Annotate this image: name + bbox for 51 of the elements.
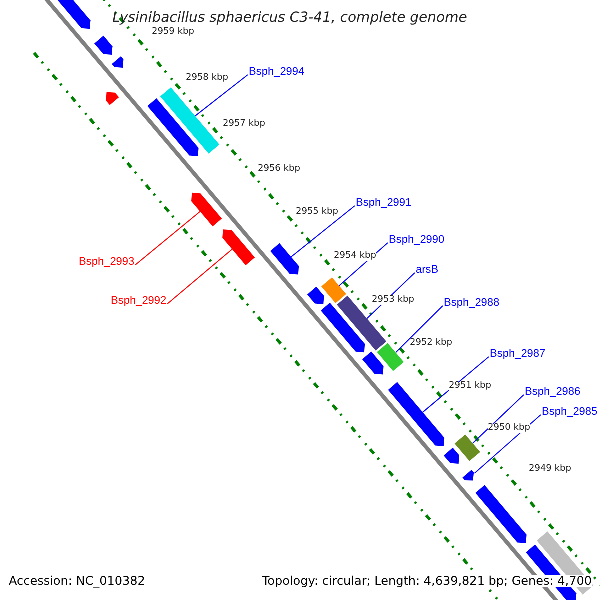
gene-feature (94, 36, 113, 55)
leader-line (290, 206, 356, 258)
gene-label: Bsph_2991 (356, 198, 412, 209)
gene-feature (222, 230, 256, 266)
title: Lysinibacillus sphaericus C3-41, complete genome (112, 11, 468, 25)
gene-feature (321, 302, 366, 353)
gene-feature (444, 448, 460, 464)
position-label: 2958 kbp (186, 74, 228, 83)
position-label: 2959 kbp (152, 28, 194, 37)
gene-feature (192, 192, 222, 227)
gene-bar (377, 343, 404, 372)
leader-line (395, 306, 444, 354)
gene-feature (270, 243, 300, 275)
gene-label: Bsph_2990 (389, 235, 445, 246)
gene-label: Bsph_2993 (79, 257, 135, 268)
gene-feature (112, 56, 124, 68)
gene-feature (462, 470, 474, 481)
gene-feature (388, 382, 445, 446)
leader-line (135, 211, 201, 266)
leader-line (167, 248, 233, 304)
position-label: 2952 kbp (410, 339, 452, 348)
gene-label: Bsph_2992 (111, 296, 167, 307)
leader-line (474, 414, 542, 474)
position-label: 2955 kbp (296, 208, 338, 217)
gene-label: Bsph_2994 (249, 67, 305, 78)
position-label: 2951 kbp (449, 382, 492, 391)
gene-feature (362, 352, 384, 375)
gene-label: Bsph_2987 (490, 349, 546, 360)
gene-bar (322, 278, 346, 304)
leader-line (338, 242, 388, 286)
gene-feature (476, 485, 527, 544)
position-label: 2954 kbp (334, 252, 376, 261)
accession-text: Accession: NC_010382 (9, 575, 146, 587)
position-label: 2953 kbp (372, 296, 414, 305)
leader-line (422, 356, 490, 413)
genome-info-text: Topology: circular; Length: 4,639,821 bp; Genes: 4,700 (262, 575, 592, 587)
gene-label: Bsph_2985 (542, 407, 598, 418)
gene-feature (148, 98, 199, 156)
gene-feature (307, 286, 324, 304)
leader-line (472, 394, 524, 444)
gene-bar (160, 88, 220, 154)
position-label: 2956 kbp (258, 165, 300, 174)
gene-bar (454, 434, 480, 462)
position-label: 2950 kbp (488, 424, 530, 433)
position-label: 2957 kbp (223, 120, 266, 129)
gene-feature (106, 92, 120, 106)
position-label: 2949 kbp (529, 465, 572, 474)
gene-label: Bsph_2986 (525, 387, 581, 398)
gene-label: Bsph_2988 (444, 298, 500, 309)
gene-feature (56, 0, 91, 30)
gene-label: arsB (416, 265, 439, 276)
